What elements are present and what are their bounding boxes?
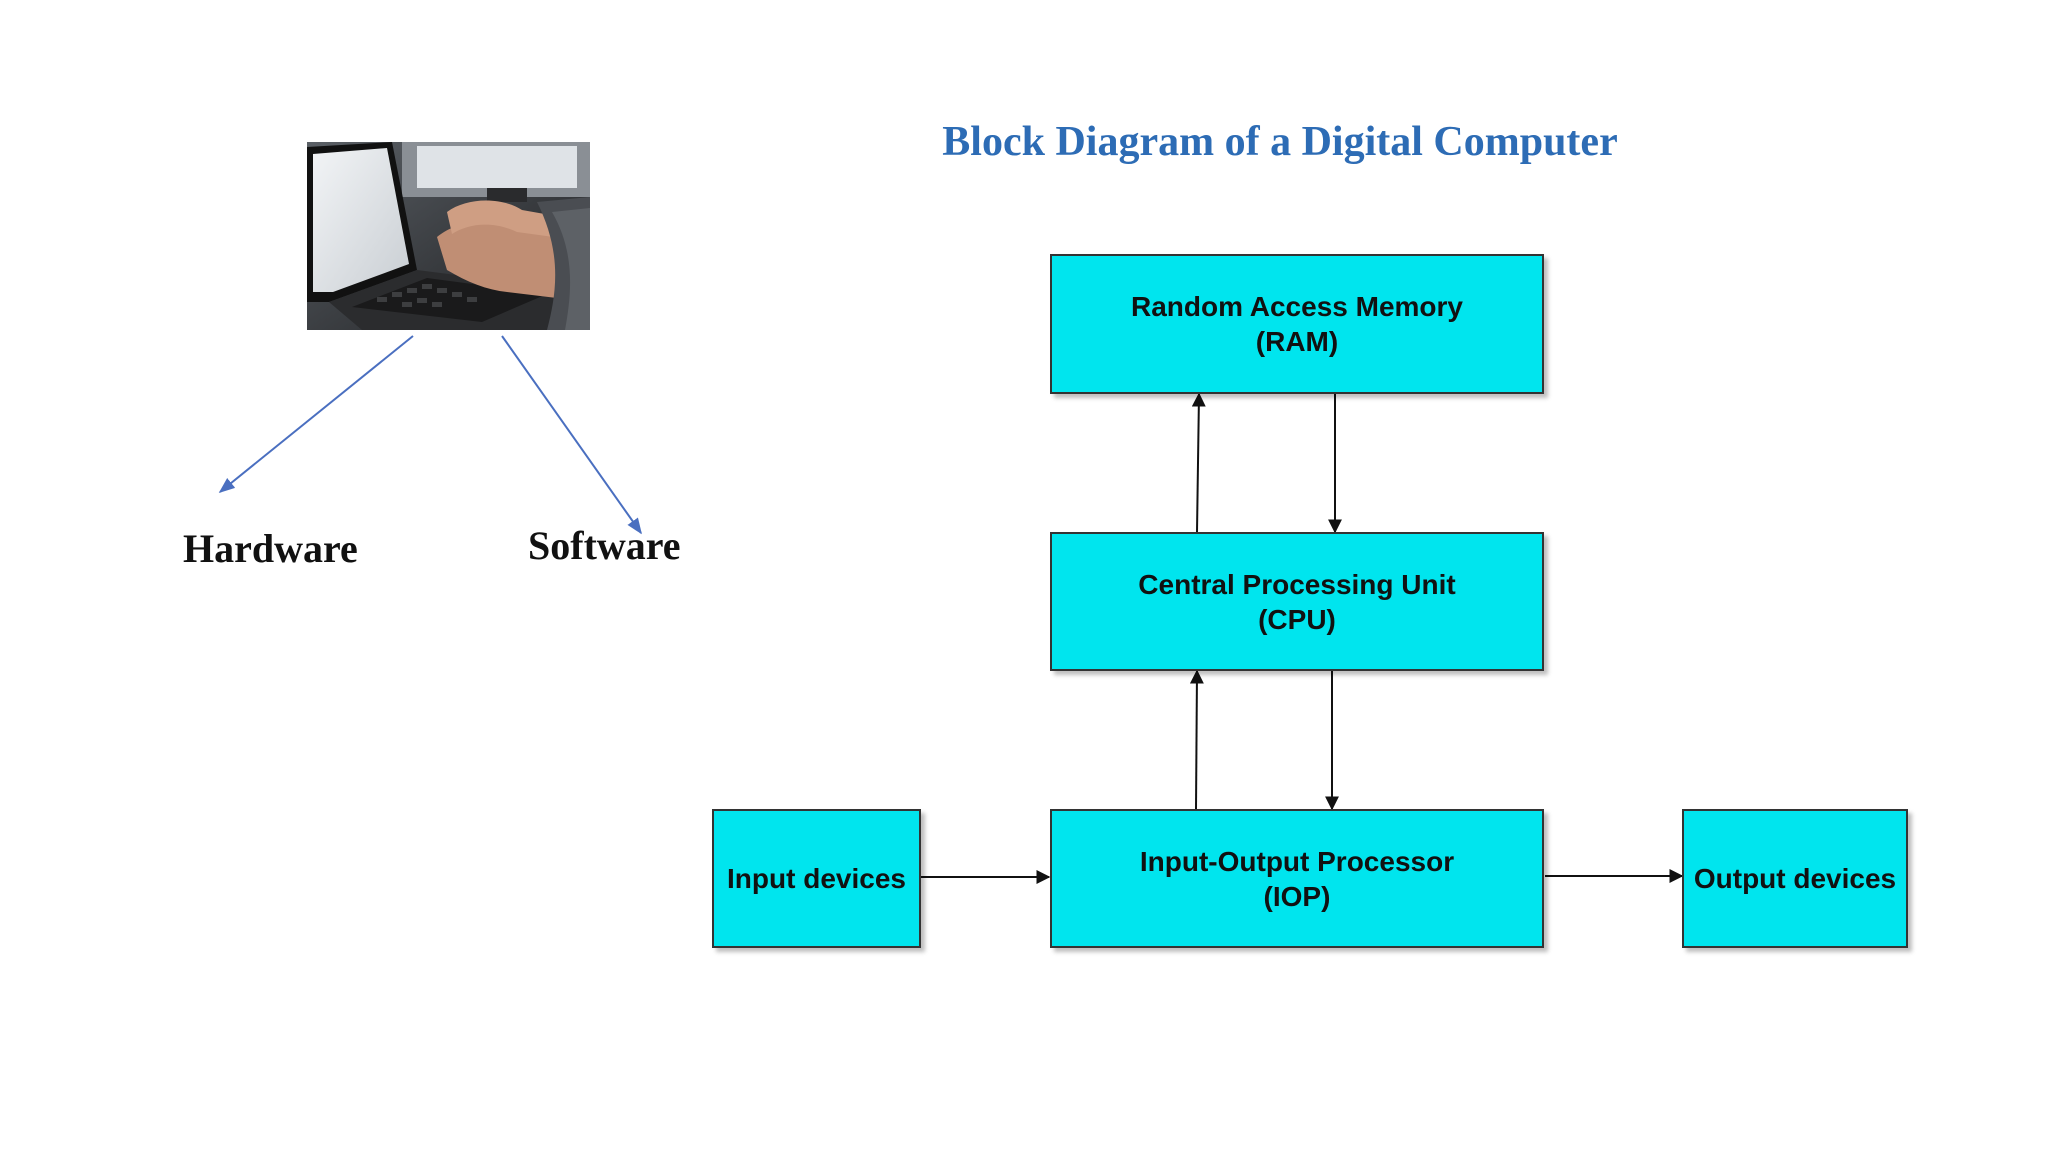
cpu-name: Central Processing Unit bbox=[1138, 568, 1456, 600]
ram-abbreviation: (RAM) bbox=[1255, 326, 1339, 357]
diagram-title: Block Diagram of a Digital Computer bbox=[942, 119, 1618, 165]
software-label: Software bbox=[528, 523, 681, 568]
iop-to-cpu-arrow bbox=[1189, 669, 1204, 810]
ram-name: Random Access Memory bbox=[1131, 291, 1463, 322]
software-branch-arrow bbox=[501, 335, 642, 535]
hardware-label: Hardware bbox=[183, 526, 358, 571]
cpu-abbreviation: (CPU) bbox=[1258, 603, 1336, 635]
input-devices-block: Input devices bbox=[712, 809, 921, 948]
output-devices-label: Output devices bbox=[1693, 863, 1897, 894]
ram-block: Random Access Memory (RAM) bbox=[1050, 254, 1544, 394]
hardware-branch-arrow bbox=[218, 335, 414, 494]
input-devices-label: Input devices bbox=[727, 863, 906, 894]
laptop-typing-photo bbox=[307, 142, 590, 330]
iop-block: Input-Output Processor (IOP) bbox=[1050, 809, 1544, 948]
output-devices-block: Output devices bbox=[1682, 809, 1908, 948]
iop-name: Input-Output Processor bbox=[1139, 845, 1455, 877]
cpu-to-ram-arrow bbox=[1191, 392, 1206, 533]
cpu-block: Central Processing Unit (CPU) bbox=[1050, 532, 1544, 671]
iop-abbreviation: (IOP) bbox=[1263, 880, 1331, 912]
